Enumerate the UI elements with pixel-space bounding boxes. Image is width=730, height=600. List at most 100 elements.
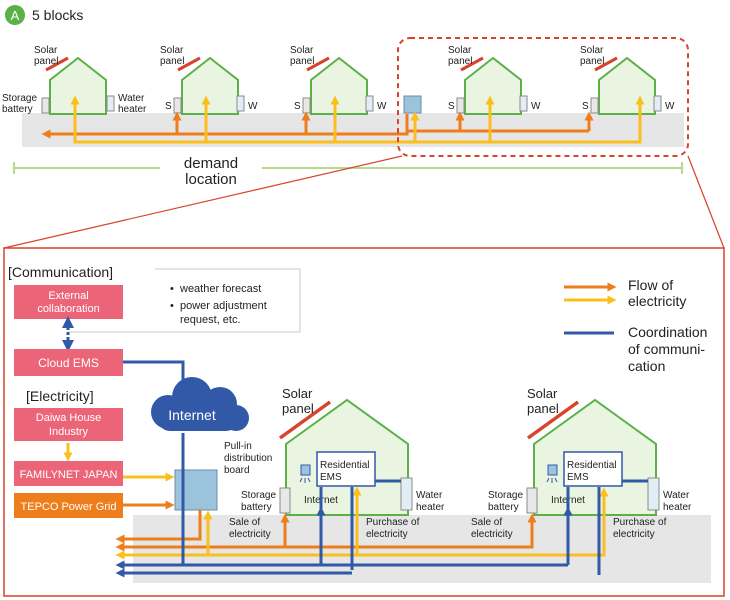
detail-water-label-1b: heater <box>416 502 445 513</box>
top-house-3 <box>306 56 368 115</box>
detail-water-label-2b: heater <box>663 502 692 513</box>
top-solar-label-4a: Solar <box>448 45 472 56</box>
top-electricity-flows <box>41 95 645 144</box>
purchase-label-2a: Purchase of <box>613 517 667 528</box>
top-storage-label-b: battery <box>2 104 33 115</box>
internet-cloud-label: Internet <box>168 407 216 423</box>
top-w-abbr-3: W <box>377 101 387 112</box>
electricity-heading: [Electricity] <box>26 388 94 404</box>
top-w-abbr-4: W <box>531 101 541 112</box>
top-w-abbr-2: W <box>248 101 258 112</box>
top-house-1 <box>45 56 107 115</box>
external-collaboration-box <box>14 285 123 319</box>
external-label-a: External <box>48 290 88 302</box>
detail-storage-label-1b: battery <box>241 502 272 513</box>
top-solar-label-3a: Solar <box>290 45 314 56</box>
detail-storage-label-2b: battery <box>488 502 519 513</box>
detail-solar-label-2a: Solar <box>527 386 558 401</box>
section-title: 5 blocks <box>32 7 83 23</box>
purchase-label-2b: electricity <box>613 529 655 540</box>
sensor-icon-1 <box>299 464 311 483</box>
daiwa-house-box <box>14 408 123 441</box>
pullin-label-a: Pull-in <box>224 441 252 452</box>
top-solar-label-2a: Solar <box>160 45 184 56</box>
detail-water-heater-1 <box>400 477 413 511</box>
top-storage-label-a: Storage <box>2 93 37 104</box>
detail-electricity-flows <box>115 433 648 575</box>
detail-solar-label-2b: panel <box>527 401 559 416</box>
info-line-1: weather forecast <box>179 283 261 295</box>
info-bullet-2: • <box>170 300 174 312</box>
ems-label-1a: Residential <box>320 460 369 471</box>
top-water-heater-3 <box>365 95 374 112</box>
demand-label-a: demand <box>184 155 238 172</box>
top-water-label-a: Water <box>118 93 145 104</box>
detail-storage-label-1a: Storage <box>241 490 276 501</box>
detail-storage-battery-2 <box>526 487 538 514</box>
zoom-line-left <box>3 155 403 249</box>
legend-flow-label-a: Flow of <box>628 277 673 293</box>
cloud-ems-box <box>14 349 123 376</box>
detail-storage-battery-1 <box>279 487 291 514</box>
familynet-label: FAMILYNET JAPAN <box>20 469 118 481</box>
purchase-label-1a: Purchase of <box>366 517 420 528</box>
ems-label-2a: Residential <box>567 460 616 471</box>
top-solar-label-1b: panel <box>34 56 58 67</box>
top-water-heater-1 <box>106 95 115 112</box>
top-solar-label-1a: Solar <box>34 45 58 56</box>
info-line-3: request, etc. <box>180 314 241 326</box>
top-solar-label-5b: panel <box>580 56 604 67</box>
top-storage-battery-2 <box>173 97 182 114</box>
cloud-ems-to-internet-link <box>123 360 185 383</box>
legend-coord-label-c: cation <box>628 358 665 374</box>
sensor-icon-2 <box>546 464 558 483</box>
top-solar-label-5a: Solar <box>580 45 604 56</box>
info-line-2: power adjustment <box>180 300 267 312</box>
top-solar-label-2b: panel <box>160 56 184 67</box>
section-badge-letter: A <box>11 8 20 23</box>
top-storage-battery-1 <box>41 97 50 114</box>
detail-water-label-1a: Water <box>416 490 443 501</box>
cloud-ems-label: Cloud EMS <box>38 356 99 370</box>
demand-location-bar <box>13 162 683 174</box>
top-storage-battery-4 <box>456 97 465 114</box>
highlight-frame <box>397 37 689 157</box>
purchase-label-1b: electricity <box>366 529 408 540</box>
legend-coord-label-b: of communi- <box>628 341 705 357</box>
top-storage-battery-5 <box>590 97 599 114</box>
ems-label-1b: EMS <box>320 472 342 483</box>
top-water-heater-5 <box>653 95 662 112</box>
detail-storage-label-2a: Storage <box>488 490 523 501</box>
tepco-box <box>14 493 123 518</box>
top-water-label-b: heater <box>118 104 147 115</box>
sale-label-1a: Sale of <box>229 517 260 528</box>
familynet-box <box>14 461 123 486</box>
sale-label-1b: electricity <box>229 529 271 540</box>
communication-heading: [Communication] <box>8 264 113 280</box>
daiwa-label-a: Daiwa House <box>36 412 101 424</box>
demand-label-b: location <box>185 171 237 188</box>
top-w-abbr-5: W <box>665 101 675 112</box>
info-box <box>68 268 301 333</box>
tepco-label: TEPCO Power Grid <box>21 501 117 513</box>
external-label-b: collaboration <box>37 303 99 315</box>
section-badge <box>5 5 25 25</box>
pullin-label-c: board <box>224 465 250 476</box>
detail-water-heater-2 <box>647 477 660 511</box>
residential-ems-box-1 <box>316 451 376 487</box>
detail-water-label-2a: Water <box>663 490 690 501</box>
top-house-2 <box>177 56 239 115</box>
ems-label-2b: EMS <box>567 472 589 483</box>
daiwa-label-b: Industry <box>49 426 89 438</box>
pull-in-distribution-board <box>174 469 218 511</box>
top-s-abbr-3: S <box>294 101 301 112</box>
top-solar-label-3b: panel <box>290 56 314 67</box>
top-water-heater-4 <box>519 95 528 112</box>
top-water-heater-2 <box>236 95 245 112</box>
internet-cloud <box>151 377 249 431</box>
legend-flow-label-b: electricity <box>628 293 686 309</box>
top-storage-battery-3 <box>302 97 311 114</box>
pullin-label-b: distribution <box>224 453 272 464</box>
top-solar-label-4b: panel <box>448 56 472 67</box>
